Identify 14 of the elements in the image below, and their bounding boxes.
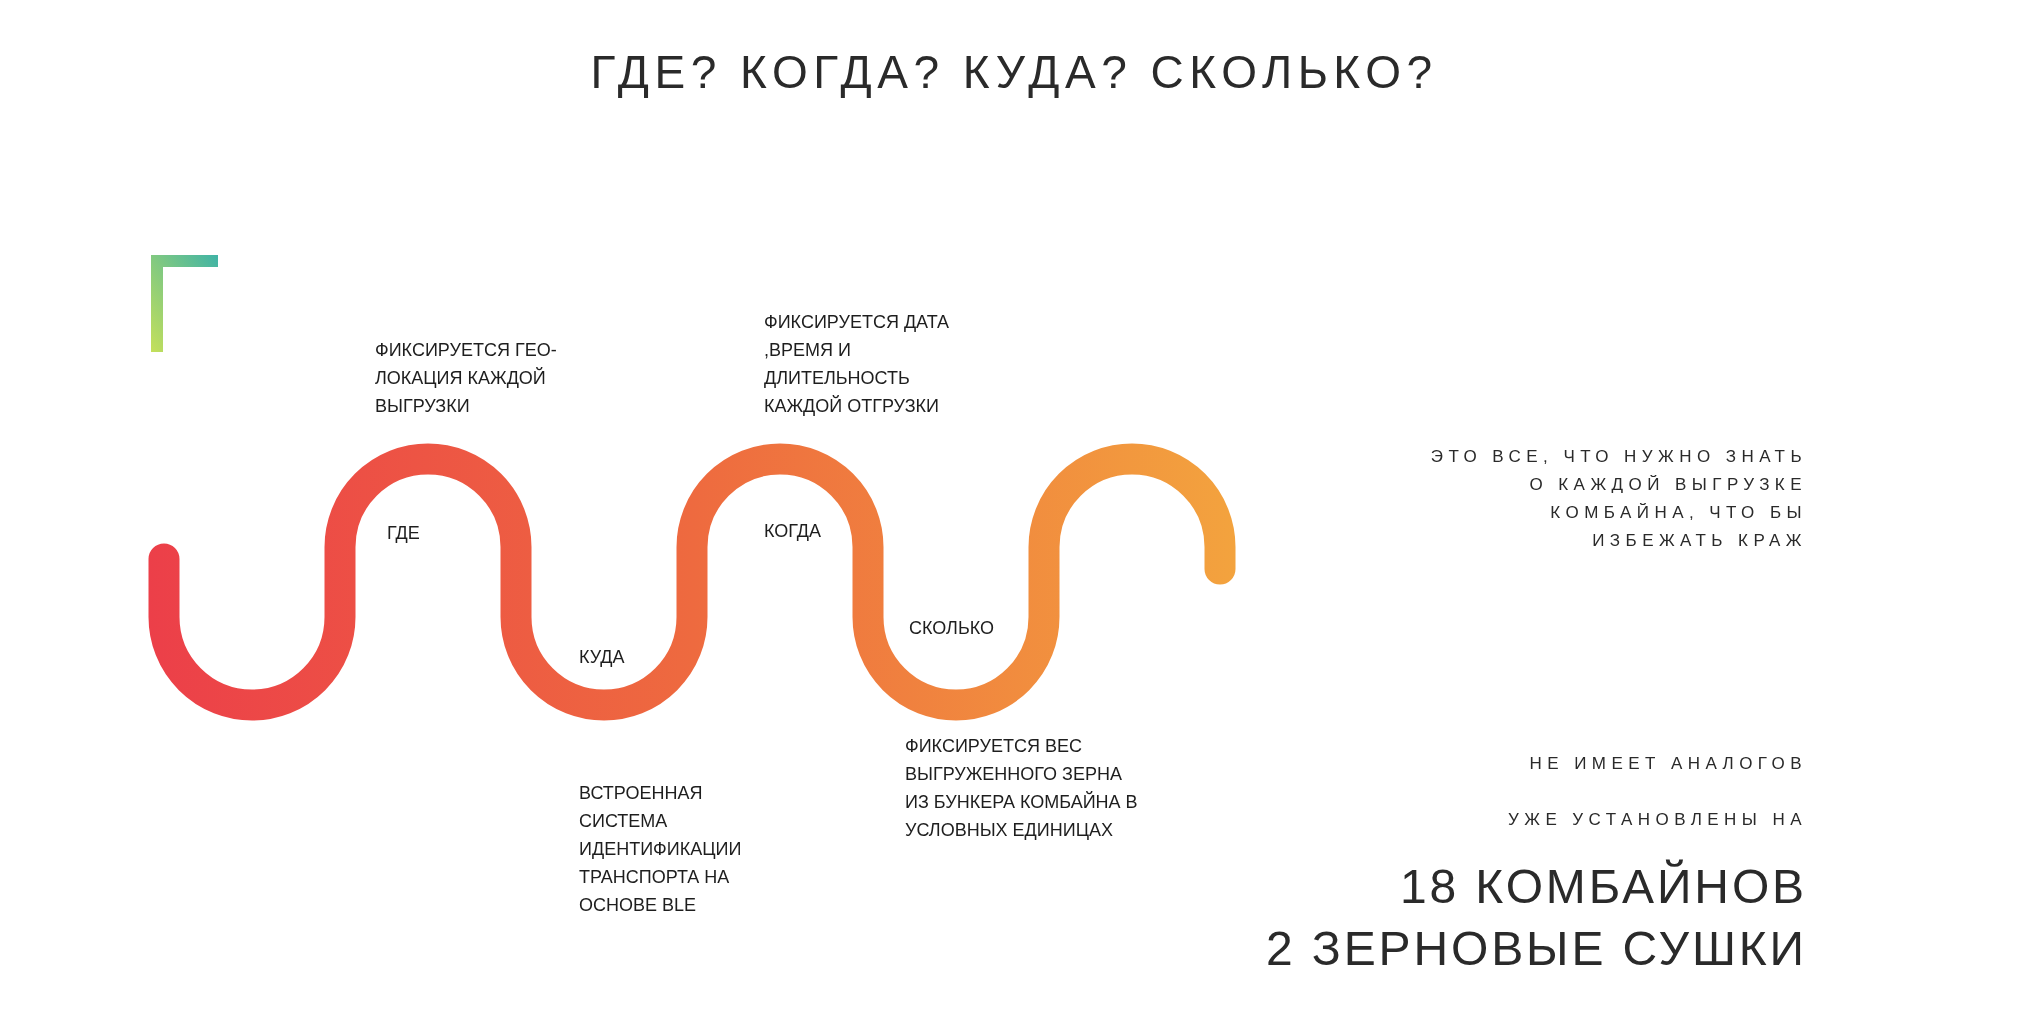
note-text: НЕ ИМЕЕТ АНАЛОГОВ [1528, 753, 1807, 775]
highlight-text: 18 КОМБАЙНОВ [1399, 858, 1807, 915]
description-text: ФИКСИРУЕТСЯ ДАТА ,ВРЕМЯ И ДЛИТЕЛЬНОСТЬ КАЖДОЙ ОТГРУЗКИ [764, 311, 951, 418]
wave-label: КУДА [579, 646, 625, 669]
wave-label: КОГДА [764, 520, 822, 543]
note-text: УЖЕ УСТАНОВЛЕНЫ НА [1507, 809, 1807, 831]
description-text: ВСТРОЕННАЯ СИСТЕМА ИДЕНТИФИКАЦИИ ТРАНСПОРТА НА ОСНОВЕ BLE [579, 782, 743, 917]
description-text: ФИКСИРУЕТСЯ ВЕС ВЫГРУЖЕННОГО ЗЕРНА ИЗ БУНКЕРА КОМБАЙНА В УСЛОВНЫХ ЕДИНИЦАХ [905, 735, 1139, 842]
highlight-text: 2 ЗЕРНОВЫЕ СУШКИ [1265, 921, 1807, 977]
description-text: ФИКСИРУЕТСЯ ГЕО-ЛОКАЦИЯ КАЖДОЙ ВЫГРУЗКИ [375, 339, 558, 418]
title: ГДЕ? КОГДА? КУДА? СКОЛЬКО? [590, 45, 1438, 100]
wave-label: СКОЛЬКО [909, 617, 994, 640]
wave-label: ГДЕ [387, 522, 420, 545]
summary-text: ЭТО ВСЕ, ЧТО НУЖНО ЗНАТЬ О КАЖДОЙ ВЫГРУЗКЕ КОМБАЙНА, ЧТО БЫ ИЗБЕЖАТЬ КРАЖ [1429, 446, 1807, 552]
